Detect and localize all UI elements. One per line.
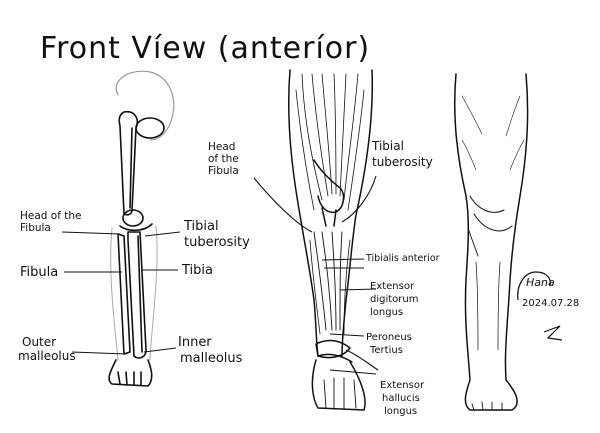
skeleton-labels: Head of the Fibula Tibial tuberosity Fib…: [18, 210, 250, 366]
signature-mark: [517, 271, 551, 301]
label-m-ext-hallucis-1: Extensor: [380, 380, 425, 391]
label-outer-malleolus-1: Outer: [22, 335, 56, 349]
fibula-bone: [117, 233, 131, 355]
label-m-tibial-1: Tibial: [371, 139, 404, 153]
label-tibial-tuberosity-2: tuberosity: [184, 235, 250, 250]
muscle-labels: Head of the Fibula Tibial tuberosity Tib…: [208, 139, 440, 417]
label-head-fibula-2: Fibula: [20, 222, 51, 234]
label-m-tibialis-anterior: Tibialis anterior: [365, 253, 440, 264]
page-title: Front Víew (anteríor): [40, 31, 370, 66]
label-m-tibial-2: tuberosity: [372, 155, 433, 169]
muscle-foot: [311, 359, 366, 411]
femur: [118, 110, 139, 216]
skeleton-leaders: [61, 231, 181, 355]
label-fibula: Fibula: [20, 265, 58, 280]
surface-leg: [454, 73, 529, 411]
pelvis-outline: [115, 70, 175, 141]
label-m-head-2: of the: [208, 153, 239, 165]
label-tibial-tuberosity-1: Tibial: [183, 219, 219, 234]
muscle-knee-tendon: [313, 159, 345, 214]
signature: Hana 2024.07.28: [517, 271, 579, 341]
tibia-bone: [127, 231, 147, 359]
label-m-head-1: Head: [208, 141, 235, 153]
label-m-ext-hallucis-2: hallucis: [382, 393, 420, 404]
skeleton-foot: [108, 359, 153, 387]
skeleton-leg: [108, 70, 175, 387]
label-inner-malleolus-1: Inner: [178, 335, 212, 350]
label-m-head-3: Fibula: [208, 165, 239, 177]
muscle-leg: [287, 69, 374, 411]
label-inner-malleolus-2: malleolus: [180, 351, 243, 366]
label-head-fibula-1: Head of the: [20, 210, 81, 222]
label-m-ext-digitorum-2: digitorum: [370, 294, 418, 305]
label-m-ext-digitorum-3: longus: [370, 307, 403, 318]
signature-date: 2024.07.28: [522, 298, 579, 309]
muscle-leaders: [253, 175, 379, 375]
label-tibia: Tibia: [181, 263, 213, 278]
label-m-peroneus-2: Tertius: [369, 345, 403, 356]
label-outer-malleolus-2: malleolus: [18, 349, 76, 363]
label-m-ext-digitorum-1: Extensor: [370, 281, 415, 292]
ankle-retinaculum: [315, 339, 351, 359]
signature-name: Hana: [526, 276, 555, 289]
label-m-peroneus-1: Peroneus: [366, 332, 412, 343]
patella: [122, 209, 144, 227]
femoral-head: [135, 117, 165, 139]
label-m-ext-hallucis-3: longus: [384, 406, 417, 417]
